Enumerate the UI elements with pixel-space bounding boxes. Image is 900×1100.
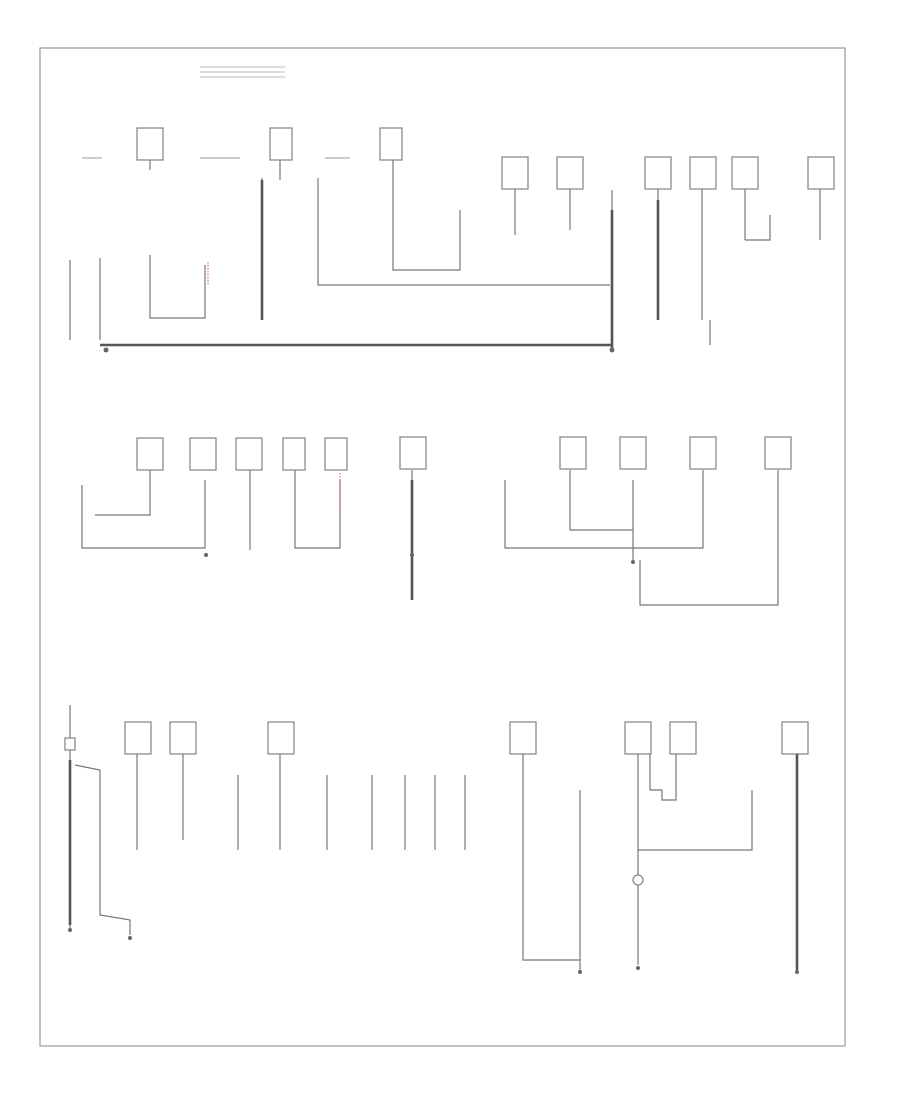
component-box-m7: [559, 436, 587, 470]
component-box-t4: [501, 156, 529, 190]
component-box-b7: [781, 721, 809, 755]
component-box-m6: [399, 436, 427, 470]
component-box-m3: [235, 437, 263, 471]
component-box-m5: [324, 437, 348, 471]
diagram-frame: [39, 47, 846, 1047]
ground-point-g9: [578, 970, 582, 974]
middle-row-components: [81, 436, 792, 606]
component-box-t3: [379, 127, 403, 161]
ground-point-g8: [636, 966, 640, 970]
ground-point-g1: [103, 347, 109, 353]
ground-point-g10: [795, 970, 799, 974]
component-box-m2: [189, 437, 217, 471]
component-box-b1: [124, 721, 152, 755]
component-box-t8: [731, 156, 759, 190]
battery-branch-wire: [74, 764, 131, 935]
component-box-m4: [282, 437, 306, 471]
component-box-b4: [509, 721, 537, 755]
component-box-b3: [267, 721, 295, 755]
ground-point-g7: [128, 936, 132, 940]
middle-row-wires: [81, 470, 779, 606]
component-box-t2: [269, 127, 293, 161]
component-box-b5: [624, 721, 652, 755]
component-box-b2: [169, 721, 197, 755]
top-row-components: [69, 66, 835, 353]
battery-symbol: [64, 737, 76, 751]
header-text-lines: [200, 66, 285, 78]
component-box-b6: [669, 721, 697, 755]
component-box-t1: [136, 127, 164, 161]
ground-point-g3: [204, 553, 208, 557]
bottom-row-components: [64, 705, 809, 974]
ground-point-g2: [609, 347, 615, 353]
component-box-m1: [136, 437, 164, 471]
component-box-t7: [689, 156, 717, 190]
component-box-t6: [644, 156, 672, 190]
ground-point-g4: [410, 553, 414, 557]
inline-connector-circle: [632, 874, 644, 886]
component-box-t5: [556, 156, 584, 190]
bottom-row-wires: [136, 754, 753, 970]
component-box-m9: [689, 436, 717, 470]
component-box-m10: [764, 436, 792, 470]
component-box-t9: [807, 156, 835, 190]
component-box-m8: [619, 436, 647, 470]
ground-point-g5: [631, 560, 635, 564]
top-row-thick-bus: [100, 180, 660, 350]
ground-point-g6: [68, 928, 72, 932]
